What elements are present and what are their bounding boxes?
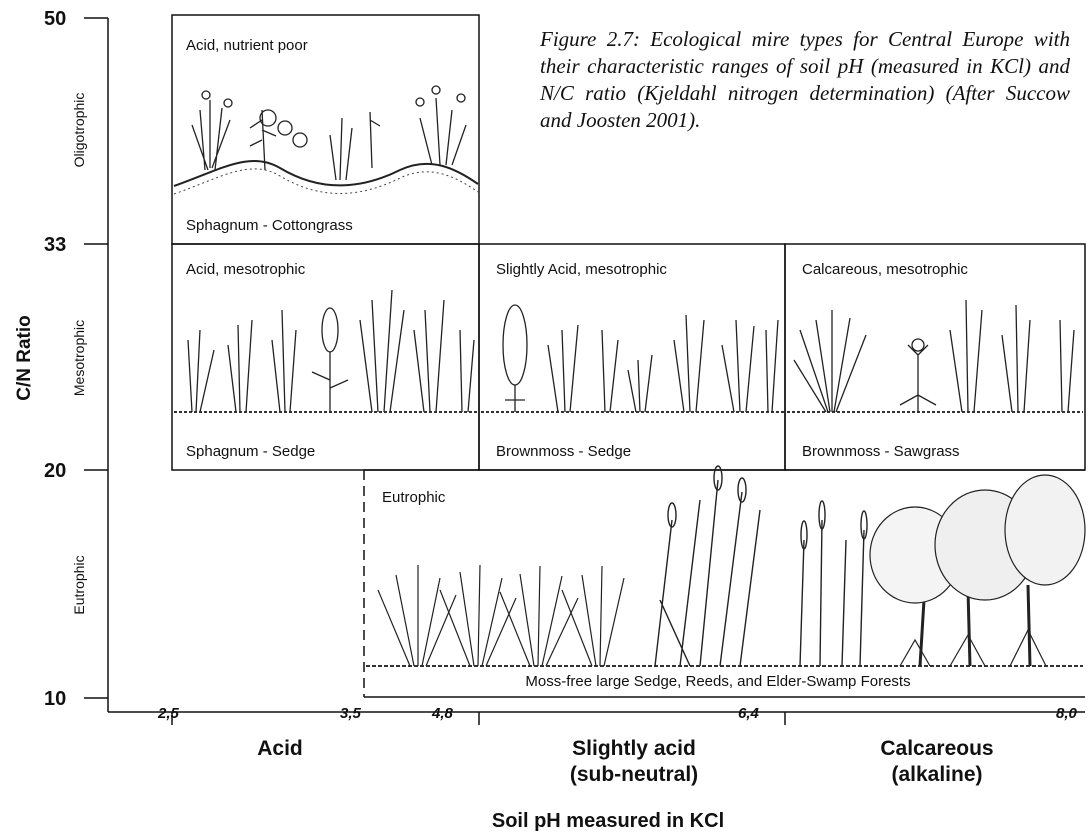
figure-caption: Figure 2.7: Ecological mire types for Ce… — [540, 26, 1070, 134]
y-tick-label-10: 10 — [44, 688, 66, 710]
plants-eutrophic-reeds — [655, 466, 867, 666]
x-tick-label-4-8: 4,8 — [431, 705, 454, 722]
box-mesotrophic-acid: Acid, mesotrophic Sphagnum - Sedge — [172, 244, 479, 470]
box-oligo-bottom-label: Sphagnum - Cottongrass — [186, 217, 353, 234]
x-category-calcareous-sub: (alkaline) — [891, 763, 982, 786]
y-zone-mesotrophic: Mesotrophic — [71, 320, 87, 396]
plants-meso-acid — [188, 290, 474, 412]
box-eutrophic-top-label: Eutrophic — [382, 489, 446, 506]
box-eutrophic-bottom-label: Moss-free large Sedge, Reeds, and Elder-… — [525, 673, 910, 690]
box-oligotrophic-acid: Acid, nutrient poor Sphagnum - Cottongra… — [172, 15, 479, 244]
x-category-acid: Acid — [257, 737, 303, 760]
x-tick-label-2-5: 2,5 — [157, 705, 180, 722]
x-category-calcareous: Calcareous — [880, 737, 993, 760]
x-category-slightly-acid-sub: (sub-neutral) — [570, 763, 698, 786]
box-oligo-top-label: Acid, nutrient poor — [186, 37, 308, 54]
box-meso-slightly-bottom-label: Brownmoss - Sedge — [496, 443, 631, 460]
plants-oligotrophic — [192, 86, 466, 180]
x-category-slightly-acid: Slightly acid — [572, 737, 696, 760]
box-meso-slightly-top-label: Slightly Acid, mesotrophic — [496, 261, 667, 278]
box-meso-acid-bottom-label: Sphagnum - Sedge — [186, 443, 315, 460]
box-meso-calc-top-label: Calcareous, mesotrophic — [802, 261, 968, 278]
box-mesotrophic-slightly-acid: Slightly Acid, mesotrophic Brownmoss - S… — [479, 244, 785, 470]
box-meso-acid-top-label: Acid, mesotrophic — [186, 261, 306, 278]
plants-meso-slightly — [503, 305, 778, 412]
y-tick-label-50: 50 — [44, 8, 66, 30]
plants-meso-calc — [794, 300, 1074, 412]
y-tick-label-20: 20 — [44, 460, 66, 482]
x-tick-label-3-5: 3,5 — [340, 705, 362, 722]
y-axis-title: C/N Ratio — [14, 315, 35, 401]
x-axis-title: Soil pH measured in KCl — [492, 810, 724, 832]
x-tick-label-8-0: 8,0 — [1056, 705, 1078, 722]
y-zone-oligotrophic: Oligotrophic — [71, 93, 87, 168]
box-mesotrophic-calcareous: Calcareous, mesotrophic Brownmoss - Sawg… — [785, 244, 1085, 470]
plants-eutrophic-sedges — [378, 565, 624, 666]
x-tick-label-6-4: 6,4 — [738, 705, 760, 722]
box-meso-calc-bottom-label: Brownmoss - Sawgrass — [802, 443, 960, 460]
y-tick-label-33: 33 — [44, 234, 66, 256]
box-eutrophic: Eutrophic Moss-free large Sedge, Reeds, … — [364, 466, 1085, 697]
plants-eutrophic-trees — [870, 475, 1085, 666]
y-zone-eutrophic: Eutrophic — [71, 555, 87, 614]
